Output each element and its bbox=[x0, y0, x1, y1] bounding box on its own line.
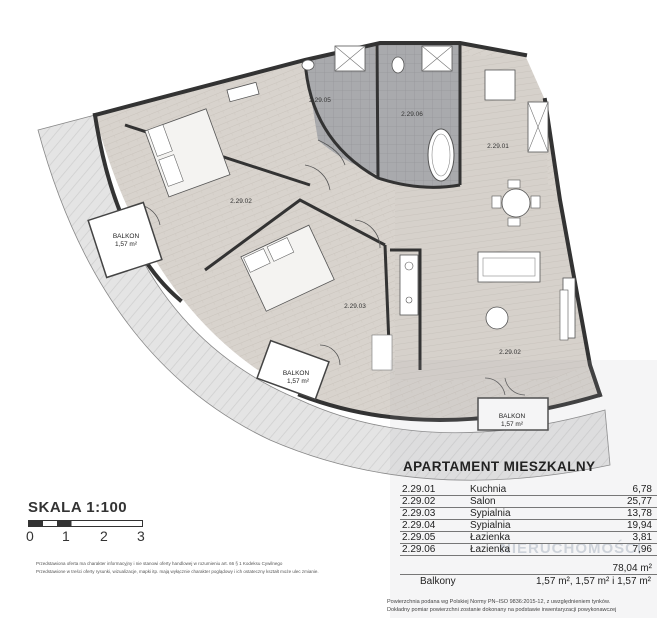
balcony-east bbox=[477, 397, 549, 431]
balcony-row-label: Balkony bbox=[420, 576, 456, 587]
scale-tick-2: 2 bbox=[100, 528, 108, 544]
balcony-south-label: BALKON bbox=[283, 370, 310, 377]
scale-tick-0: 0 bbox=[26, 528, 34, 544]
room-label-2-29-05: 2.29.05 bbox=[309, 97, 331, 104]
sink-2-29-05 bbox=[301, 59, 315, 71]
balcony-east-label: BALKON bbox=[499, 413, 526, 420]
balcony-south-area: 1,57 m² bbox=[287, 378, 310, 385]
balcony-west-area: 1,57 m² bbox=[115, 241, 138, 248]
bed-bedroom-2-29-03 bbox=[240, 224, 335, 312]
footnote-line-1: Powierzchnia podana wg Polskiej Normy PN… bbox=[387, 599, 611, 605]
footnote-line-2: Dokładny pomiar powierzchni zostanie dok… bbox=[387, 607, 617, 613]
balcony-west bbox=[87, 201, 163, 279]
balcony-row: Balkony 1,57 m², 1,57 m² i 1,57 m² bbox=[400, 574, 657, 587]
scale-tick-3: 3 bbox=[137, 528, 145, 544]
dining-table bbox=[491, 179, 541, 227]
room-label-2-29-06: 2.29.06 bbox=[401, 111, 423, 118]
room-label-2-29-01: 2.29.01 bbox=[487, 143, 509, 150]
balcony-west-label: BALKON bbox=[113, 233, 140, 240]
wall-bath-divider bbox=[375, 44, 380, 179]
outer-wall-north bbox=[92, 41, 528, 118]
outer-wall-south bbox=[297, 392, 603, 422]
kitchen-floor bbox=[460, 55, 548, 185]
scale-tick-1: 1 bbox=[62, 528, 70, 544]
kitchen-counter bbox=[399, 254, 419, 316]
toilet-2-29-06 bbox=[391, 56, 405, 74]
total-area: 78,04 m² bbox=[612, 563, 652, 574]
scale-bar bbox=[28, 520, 143, 527]
room-label-2-29-03: 2.29.03 bbox=[344, 303, 366, 310]
wall-bedroom2-top bbox=[204, 198, 386, 272]
balcony-row-values: 1,57 m², 1,57 m² i 1,57 m² bbox=[535, 576, 651, 587]
sofa bbox=[477, 251, 541, 283]
disclaimer-line-2: Przedstawione w treści oferty rysunki, w… bbox=[36, 569, 319, 574]
wall-wardrobe bbox=[390, 248, 422, 370]
coffee-table bbox=[485, 306, 509, 330]
balcony-east-area: 1,57 m² bbox=[501, 421, 524, 428]
disclaimer-line-1: Przedstawiona oferta ma charakter inform… bbox=[36, 561, 283, 566]
room-label-2-29-02b: 2.29.02 bbox=[499, 349, 521, 356]
bathtub bbox=[427, 128, 455, 182]
scale-title: SKALA 1:100 bbox=[28, 499, 128, 516]
wall-bath-curve bbox=[303, 59, 461, 189]
balcony-south bbox=[256, 339, 330, 401]
terrace bbox=[37, 114, 611, 481]
room-label-2-29-02a: 2.29.02 bbox=[230, 198, 252, 205]
table-title: APARTAMENT MIESZKALNY bbox=[403, 459, 596, 474]
bed-bedroom-2-29-02 bbox=[144, 108, 231, 198]
